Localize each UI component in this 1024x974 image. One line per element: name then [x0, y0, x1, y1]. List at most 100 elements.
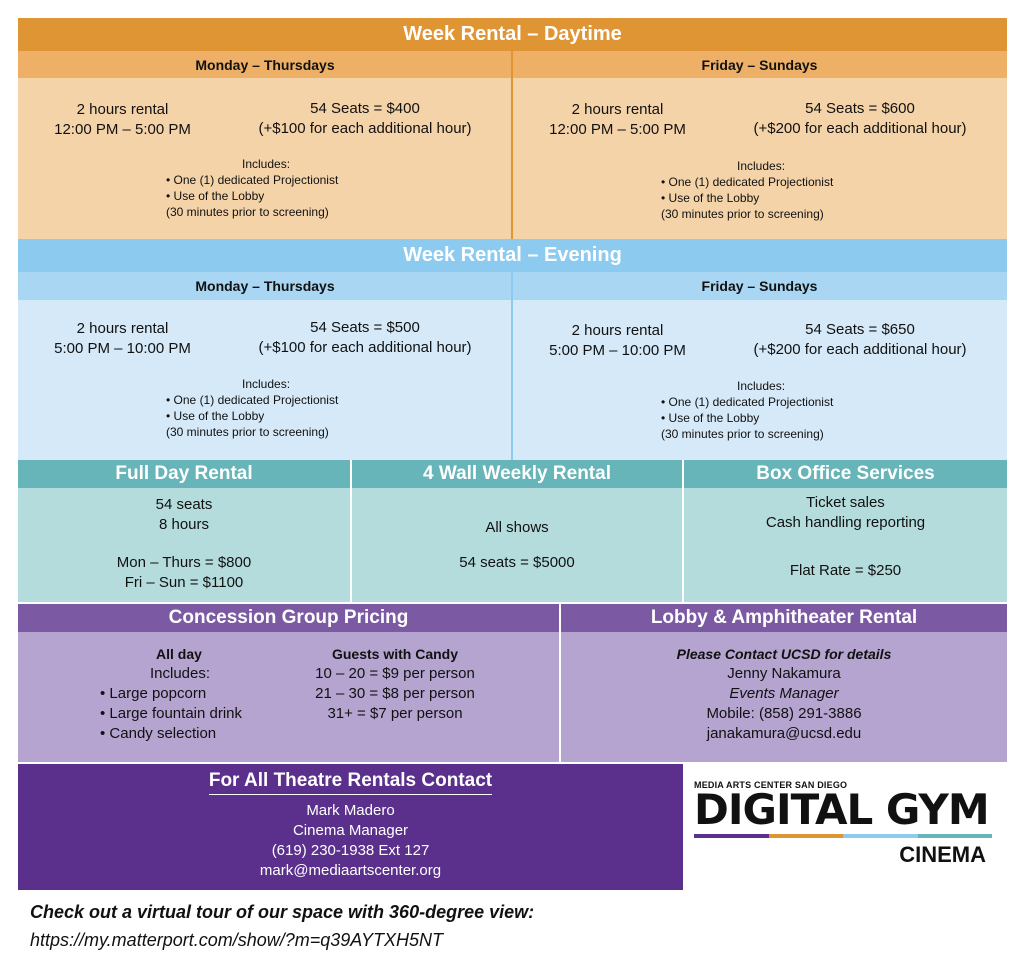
all-day-heading: All day: [156, 646, 202, 662]
logo-sub-text: CINEMA: [899, 842, 986, 867]
lobby-contact-role: Events Manager: [729, 685, 839, 702]
guests-tier-2: 21 – 30 = $8 per person: [315, 685, 475, 702]
evening-left-item2: Use of the Lobby: [166, 408, 386, 424]
contact-box: [18, 764, 683, 890]
box-office-details: Ticket sales Cash handling reporting Fla…: [684, 493, 1007, 581]
box-office-rate: Flat Rate = $250: [789, 562, 902, 579]
evening-right-heading: Friday – Sundays: [701, 278, 818, 294]
daytime-right-includes: Includes: One (1) dedicated Projectionis…: [661, 158, 881, 222]
evening-right-item2: Use of the Lobby: [661, 410, 881, 426]
evening-right-price: 54 Seats = $650: [805, 321, 915, 338]
evening-left-extra: (+$100 for each additional hour): [258, 339, 472, 356]
evening-left-pricing: 54 Seats = $500 (+$100 for each addition…: [240, 318, 490, 358]
evening-right-duration: 2 hours rental: [571, 322, 664, 339]
logo-main-text: DIGITAL GYM: [694, 785, 990, 834]
daytime-right-heading: Friday – Sundays: [701, 56, 818, 73]
evening-left-heading: Monday – Thursdays: [195, 278, 335, 294]
daytime-left-item2: Use of the Lobby: [166, 188, 386, 204]
box-office-body: [684, 488, 1007, 602]
digital-gym-logo: MEDIA ARTS CENTER SAN DIEGO DIGITAL GYM …: [694, 780, 994, 875]
lobby-contact-note: Please Contact UCSD for details: [676, 646, 892, 662]
lobby-contact-email: janakamura@ucsd.edu: [706, 725, 862, 742]
guests-tier-3: 31+ = $7 per person: [327, 705, 463, 722]
four-wall-header: 4 Wall Weekly Rental: [352, 460, 682, 488]
evening-right-pricing: 54 Seats = $650 (+$200 for each addition…: [735, 320, 985, 360]
daytime-left-time: 2 hours rental 12:00 PM – 5:00 PM: [40, 100, 205, 140]
daytime-left-extra: (+$100 for each additional hour): [258, 120, 472, 137]
evening-right-time: 2 hours rental 5:00 PM – 10:00 PM: [535, 321, 700, 361]
lobby-contact-name: Jenny Nakamura: [727, 665, 841, 682]
evening-left-price: 54 Seats = $500: [310, 319, 420, 336]
daytime-title: Week Rental – Daytime: [403, 23, 622, 45]
daytime-right-duration: 2 hours rental: [571, 101, 664, 118]
evening-left-subheader: Monday – Thursdays: [18, 272, 512, 300]
full-day-weekday: Mon – Thurs = $800: [116, 554, 252, 571]
contact-email: mark@mediaartscenter.org: [259, 862, 442, 879]
evening-right-includes-label: Includes:: [737, 379, 786, 393]
evening-left-item1: One (1) dedicated Projectionist: [166, 392, 386, 408]
daytime-header: Week Rental – Daytime: [18, 18, 1007, 51]
logo-top-text: MEDIA ARTS CENTER SAN DIEGO: [694, 780, 848, 790]
lobby-header: Lobby & Amphitheater Rental: [561, 604, 1007, 632]
evening-left-includes-label: Includes:: [242, 377, 291, 391]
full-day-header: Full Day Rental: [18, 460, 350, 488]
daytime-left-price: 54 Seats = $400: [310, 100, 420, 117]
daytime-left-item1: One (1) dedicated Projectionist: [166, 172, 386, 188]
full-day-weekend: Fri – Sun = $1100: [124, 574, 244, 591]
concession-title: Concession Group Pricing: [168, 607, 409, 628]
tour-text: Check out a virtual tour of our space wi…: [30, 902, 535, 922]
evening-right-extra: (+$200 for each additional hour): [753, 341, 967, 358]
lobby-body: [561, 632, 1007, 762]
daytime-left-hours: 12:00 PM – 5:00 PM: [54, 121, 191, 138]
box-office-line1: Ticket sales: [806, 494, 885, 511]
full-day-title: Full Day Rental: [115, 463, 253, 484]
evening-title: Week Rental – Evening: [403, 244, 622, 266]
daytime-right-price: 54 Seats = $600: [805, 100, 915, 117]
daytime-divider: [511, 51, 513, 239]
concession-item-drink: Large fountain drink: [100, 704, 300, 724]
evening-right-includes: Includes: One (1) dedicated Projectionis…: [661, 378, 881, 442]
logo-stripe-orange: [768, 834, 843, 838]
evening-left-note: (30 minutes prior to screening): [166, 425, 329, 439]
evening-left-includes: Includes: One (1) dedicated Projectionis…: [166, 376, 386, 440]
evening-divider: [511, 272, 513, 460]
daytime-right-extra: (+$200 for each additional hour): [753, 120, 967, 137]
concession-all-day: All day Includes: Large popcorn Large fo…: [100, 644, 300, 744]
box-office-header: Box Office Services: [684, 460, 1007, 488]
daytime-left-heading: Monday – Thursdays: [195, 56, 335, 73]
daytime-left-includes: Includes: One (1) dedicated Projectionis…: [166, 156, 386, 220]
daytime-left-note: (30 minutes prior to screening): [166, 205, 329, 219]
daytime-right-time: 2 hours rental 12:00 PM – 5:00 PM: [535, 100, 700, 140]
daytime-left-includes-label: Includes:: [242, 157, 291, 171]
full-day-details: 54 seats 8 hours Mon – Thurs = $800 Fri …: [18, 495, 350, 593]
tour-url-link[interactable]: https://my.matterport.com/show/?m=q39AYT…: [30, 930, 443, 950]
box-office-line2: Cash handling reporting: [765, 514, 926, 531]
full-day-body: [18, 488, 350, 602]
full-day-hours: 8 hours: [158, 516, 210, 533]
logo-stripe-teal: [917, 834, 992, 838]
evening-right-note: (30 minutes prior to screening): [661, 427, 824, 441]
four-wall-title: 4 Wall Weekly Rental: [423, 463, 611, 484]
four-wall-details: All shows 54 seats = $5000: [352, 518, 682, 573]
four-wall-shows: All shows: [485, 519, 549, 536]
logo-stripe-blue: [843, 834, 918, 838]
contact-role: Cinema Manager: [292, 822, 409, 839]
daytime-right-note: (30 minutes prior to screening): [661, 207, 824, 221]
four-wall-price: 54 seats = $5000: [459, 554, 575, 571]
daytime-left-subheader: Monday – Thursdays: [18, 51, 512, 78]
lobby-contact-phone: Mobile: (858) 291-3886: [706, 705, 862, 722]
evening-left-hours: 5:00 PM – 10:00 PM: [54, 340, 191, 357]
daytime-right-subheader: Friday – Sundays: [512, 51, 1007, 78]
lobby-details: Please Contact UCSD for details Jenny Na…: [561, 644, 1007, 744]
full-day-seats: 54 seats: [155, 496, 213, 513]
daytime-left-pricing: 54 Seats = $400 (+$100 for each addition…: [240, 99, 490, 139]
concession-header: Concession Group Pricing: [18, 604, 559, 632]
guests-tier-1: 10 – 20 = $9 per person: [315, 665, 475, 682]
concession-includes-label: Includes:: [150, 665, 211, 682]
contact-name: Mark Madero: [306, 802, 395, 819]
concession-guests: Guests with Candy 10 – 20 = $9 per perso…: [290, 644, 500, 724]
contact-details: Mark Madero Cinema Manager (619) 230-193…: [18, 801, 683, 881]
daytime-right-item2: Use of the Lobby: [661, 190, 881, 206]
concession-item-candy: Candy selection: [100, 724, 300, 744]
daytime-left-duration: 2 hours rental: [76, 101, 169, 118]
